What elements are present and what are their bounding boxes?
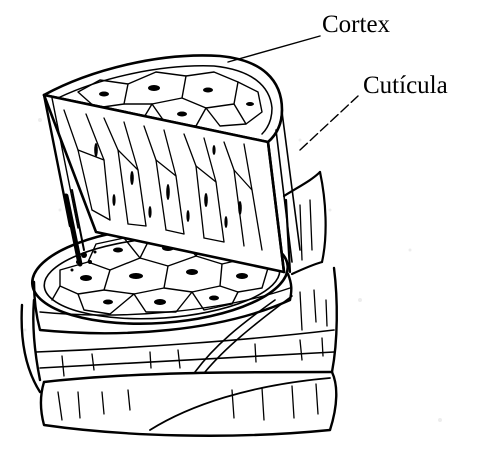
cuticle-band (284, 172, 326, 274)
cortex-leader-line (228, 36, 320, 62)
cortex-label: Cortex (322, 12, 390, 37)
cuticula-leader-line (300, 96, 358, 150)
cuticula-label: Cutícula (363, 73, 448, 98)
